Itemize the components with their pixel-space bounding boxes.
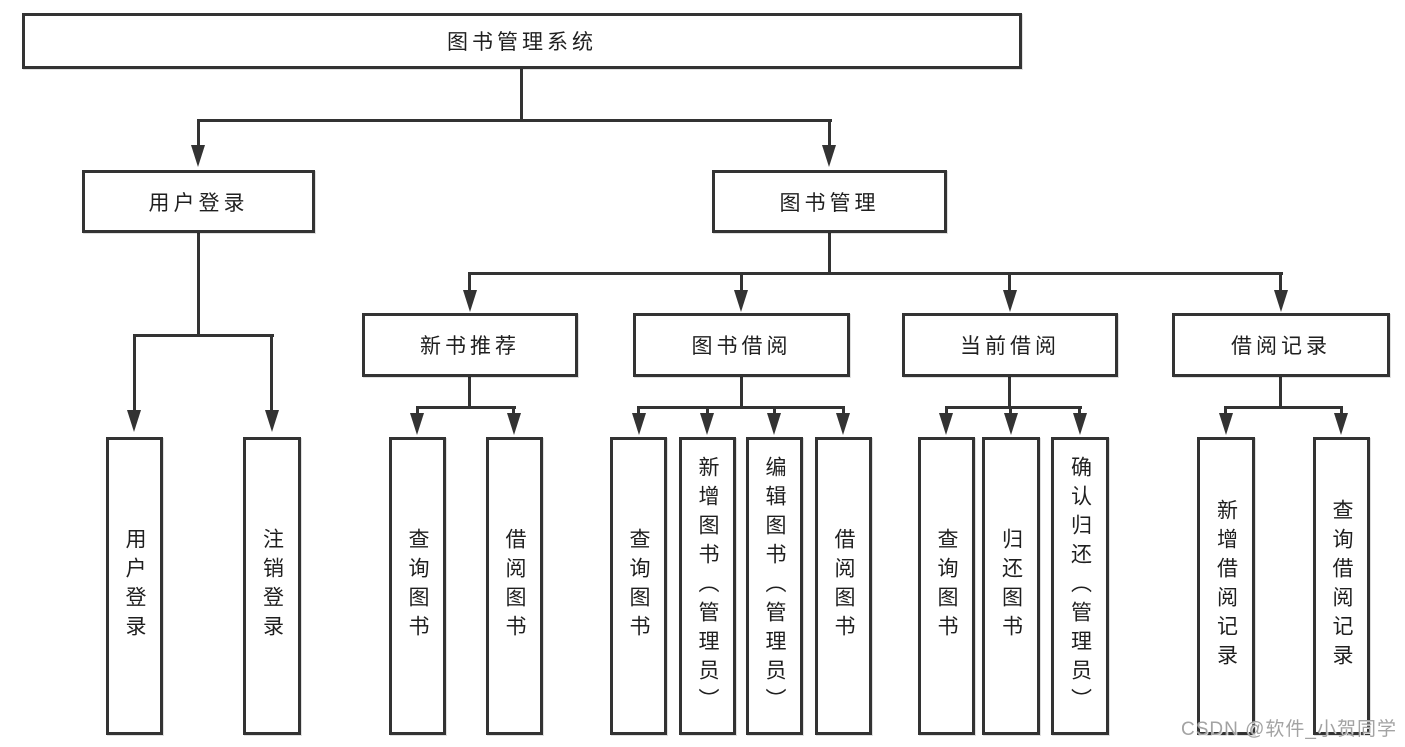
leaf-cb-confirm-return: 确认归还（管理员） <box>1051 437 1109 735</box>
edge-user-login-trunk <box>197 233 200 337</box>
node-book-borrow: 图书借阅 <box>633 313 850 377</box>
leaf-br-add-record: 新增借阅记录 <box>1197 437 1255 735</box>
arrowhead-cb-query <box>939 413 953 435</box>
leaf-user-login-label: 用户登录 <box>123 528 146 644</box>
edge-to-new-book-rec <box>468 272 471 292</box>
arrowhead-current-borrow <box>1003 290 1017 312</box>
arrowhead-leaf-login <box>127 410 141 432</box>
leaf-br-add-record-label: 新增借阅记录 <box>1214 499 1238 673</box>
csdn-watermark: CSDN @软件_小贺同学 <box>1181 719 1397 740</box>
edge-root-to-book-mgmt <box>828 119 831 147</box>
node-user-login: 用户登录 <box>82 170 315 233</box>
edge-to-bb-add <box>706 406 709 415</box>
edge-borrow-record-branch <box>1224 406 1343 409</box>
edge-to-cb-confirm <box>1078 406 1081 415</box>
edge-book-mgmt-branch <box>468 272 1283 275</box>
edge-root-trunk <box>520 69 523 120</box>
node-book-mgmt-label: 图书管理 <box>779 191 880 215</box>
arrowhead-borrow-record <box>1274 290 1288 312</box>
edge-new-book-rec-trunk <box>468 377 471 409</box>
node-borrow-record: 借阅记录 <box>1172 313 1390 377</box>
node-new-book-rec-label: 新书推荐 <box>420 335 520 358</box>
arrowhead-cb-return <box>1004 413 1018 435</box>
node-borrow-record-label: 借阅记录 <box>1231 335 1331 358</box>
edge-root-to-user-login <box>197 119 200 147</box>
leaf-nb-query-book: 查询图书 <box>389 437 446 735</box>
edge-to-bb-borrow <box>842 406 845 415</box>
leaf-bb-query-book-label: 查询图书 <box>627 528 650 644</box>
node-root-label: 图书管理系统 <box>447 31 597 54</box>
node-current-borrow-label: 当前借阅 <box>960 335 1060 358</box>
leaf-nb-borrow-book-label: 借阅图书 <box>503 528 526 644</box>
edge-to-bb-query <box>637 406 640 415</box>
leaf-br-query-record-label: 查询借阅记录 <box>1330 499 1353 673</box>
edge-to-cb-return <box>1009 406 1012 415</box>
leaf-br-query-record: 查询借阅记录 <box>1313 437 1370 735</box>
leaf-logout-label: 注销登录 <box>260 528 284 644</box>
edge-book-mgmt-trunk <box>828 233 831 275</box>
edge-to-current-borrow <box>1008 272 1011 292</box>
node-new-book-rec: 新书推荐 <box>362 313 578 377</box>
arrowhead-bb-borrow <box>836 413 850 435</box>
edge-root-branch <box>197 119 832 122</box>
leaf-bb-edit-book: 编辑图书（管理员） <box>746 437 803 735</box>
arrowhead-bb-query <box>632 413 646 435</box>
arrowhead-nb-borrow <box>507 413 521 435</box>
edge-to-cb-query <box>945 406 948 415</box>
node-book-borrow-label: 图书借阅 <box>691 335 792 358</box>
leaf-bb-edit-book-label: 编辑图书（管理员） <box>763 455 786 717</box>
leaf-user-login: 用户登录 <box>106 437 163 735</box>
leaf-bb-borrow-book-label: 借阅图书 <box>832 528 855 644</box>
arrowhead-book-borrow <box>734 290 748 312</box>
edge-to-bb-edit <box>773 406 776 415</box>
arrowhead-user-login <box>191 145 205 167</box>
arrowhead-br-add <box>1219 413 1233 435</box>
edge-to-book-borrow <box>740 272 743 292</box>
leaf-cb-return-book: 归还图书 <box>982 437 1040 735</box>
node-root: 图书管理系统 <box>22 13 1022 69</box>
edge-current-borrow-branch <box>945 406 1082 409</box>
arrowhead-book-mgmt <box>822 145 836 167</box>
leaf-cb-return-book-label: 归还图书 <box>999 528 1023 644</box>
leaf-cb-query-book: 查询图书 <box>918 437 975 735</box>
leaf-bb-borrow-book: 借阅图书 <box>815 437 872 735</box>
arrowhead-bb-add <box>700 413 714 435</box>
leaf-bb-add-book: 新增图书（管理员） <box>679 437 736 735</box>
arrowhead-new-book-rec <box>463 290 477 312</box>
arrowhead-br-query <box>1334 413 1348 435</box>
edge-new-book-rec-branch <box>416 406 516 409</box>
node-current-borrow: 当前借阅 <box>902 313 1118 377</box>
edge-to-nb-query <box>416 406 419 415</box>
arrowhead-leaf-logout <box>265 410 279 432</box>
edge-to-borrow-record <box>1279 272 1282 292</box>
arrowhead-bb-edit <box>767 413 781 435</box>
edge-to-leaf-login <box>133 334 136 412</box>
edge-to-nb-borrow <box>512 406 515 415</box>
leaf-nb-query-book-label: 查询图书 <box>406 528 429 644</box>
edge-to-br-query <box>1340 406 1343 415</box>
leaf-nb-borrow-book: 借阅图书 <box>486 437 543 735</box>
node-user-login-label: 用户登录 <box>148 191 249 215</box>
leaf-bb-add-book-label: 新增图书（管理员） <box>696 455 719 717</box>
arrowhead-nb-query <box>410 413 424 435</box>
arrowhead-cb-confirm <box>1073 413 1087 435</box>
leaf-logout: 注销登录 <box>243 437 301 735</box>
leaf-cb-query-book-label: 查询图书 <box>935 528 958 644</box>
edge-to-leaf-logout <box>270 334 273 412</box>
edge-borrow-record-trunk <box>1279 377 1282 409</box>
edge-book-borrow-trunk <box>740 377 743 409</box>
leaf-cb-confirm-return-label: 确认归还（管理员） <box>1068 455 1092 717</box>
edge-current-borrow-trunk <box>1008 377 1011 409</box>
leaf-bb-query-book: 查询图书 <box>610 437 667 735</box>
edge-book-borrow-branch <box>637 406 845 409</box>
edge-to-br-add <box>1224 406 1227 415</box>
edge-user-login-branch <box>133 334 274 337</box>
node-book-mgmt: 图书管理 <box>712 170 947 233</box>
